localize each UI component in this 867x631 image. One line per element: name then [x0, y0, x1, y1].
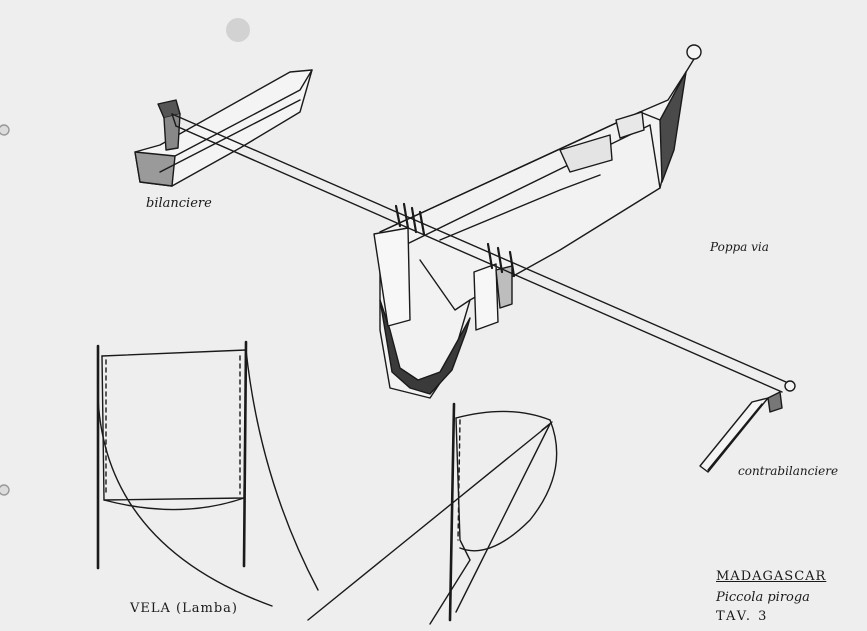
- label-region: MADAGASCAR: [716, 569, 827, 584]
- binder-hole: [0, 484, 10, 496]
- counter-float: [699, 380, 796, 473]
- rear-cleat: [473, 263, 499, 331]
- float-bilanciere: [134, 69, 313, 187]
- outrigger-boom: [171, 113, 787, 393]
- cleat-block: [495, 265, 513, 309]
- label-subtitle: Piccola piroga: [716, 590, 810, 605]
- sail-lateen: [307, 402, 558, 625]
- float-stanchion: [157, 99, 181, 151]
- label-plate: TAV. 3: [716, 609, 769, 624]
- label-vela: VELA (Lamba): [130, 601, 238, 616]
- paper-stain: [226, 18, 250, 42]
- binder-hole: [0, 124, 10, 136]
- boom-lashing-rear: [486, 242, 516, 278]
- canoe-hull: [379, 71, 687, 399]
- boom-lashing-front: [394, 202, 426, 236]
- bow-knob: [686, 44, 702, 60]
- label-contrabilanciere: contrabilanciere: [738, 464, 839, 478]
- bow-post: [685, 58, 695, 73]
- hull-mesh: [379, 299, 471, 395]
- label-poppa-via: Poppa via: [710, 240, 769, 254]
- label-bilanciere: bilanciere: [146, 196, 212, 211]
- sail-square: [96, 340, 319, 607]
- front-cleat: [373, 227, 411, 327]
